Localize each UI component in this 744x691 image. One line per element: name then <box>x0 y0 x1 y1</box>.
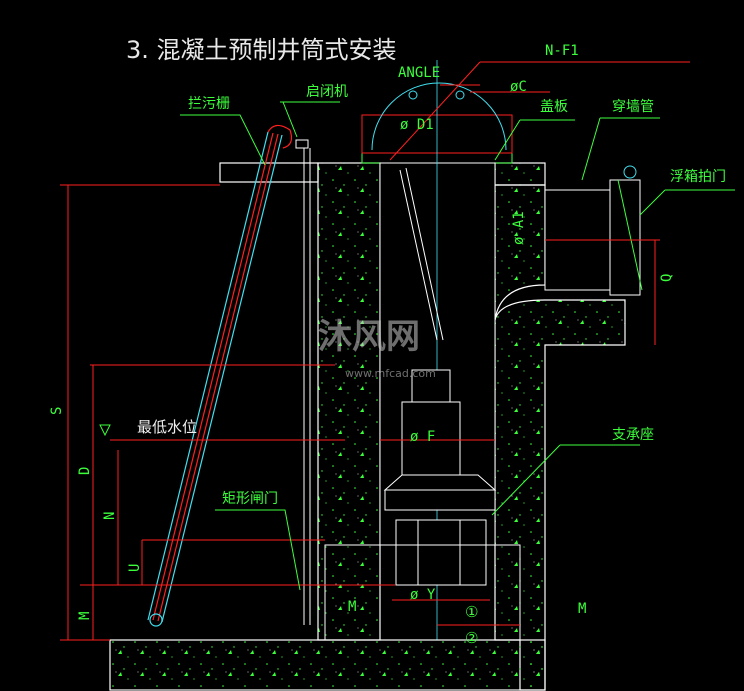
trash-rack <box>147 124 293 627</box>
label-n-f1: N-F1 <box>545 43 579 59</box>
label-support-seat: 支承座 <box>612 427 654 443</box>
label-u: U <box>127 563 143 572</box>
leader-lines <box>180 101 735 591</box>
watermark-logo: 沐风网 <box>318 317 420 357</box>
label-angle: ANGLE <box>398 65 441 81</box>
dimension-lines <box>60 61 690 641</box>
label-d: D <box>77 466 93 475</box>
label-flap-valve: 浮箱拍门 <box>670 169 726 185</box>
label-phi-f: ø F <box>410 429 436 445</box>
label-rect-gate: 矩形闸门 <box>222 491 278 507</box>
label-trash-rack: 拦污栅 <box>188 96 230 112</box>
label-circle-2: ② <box>465 629 479 647</box>
watermark-url: www.mfcad.com <box>345 367 436 380</box>
label-phi-c: øC <box>510 79 527 95</box>
drawing-title: 3. 混凝土预制井筒式安装 <box>126 36 397 64</box>
concrete-structure <box>109 162 626 691</box>
rect-gate <box>295 139 311 625</box>
label-circle-1: ① <box>465 603 479 621</box>
label-m-left: M <box>77 611 93 620</box>
label-hoist: 启闭机 <box>306 84 348 100</box>
label-q: Q <box>659 273 675 282</box>
label-n: N <box>102 511 118 520</box>
angle-arc <box>371 82 507 151</box>
section-mark-m-right: M <box>578 601 587 617</box>
label-phi-y: ø Y <box>410 587 436 603</box>
label-cover-plate: 盖板 <box>540 99 568 115</box>
label-phi-d1: ø D1 <box>400 117 434 133</box>
label-s: S <box>49 406 65 415</box>
pump <box>383 167 497 586</box>
label-lowest-water-level: 最低水位 <box>137 418 198 436</box>
label-phi-a1: ø A1 <box>511 211 527 245</box>
section-mark-m-left: M <box>348 599 357 615</box>
label-wall-pipe: 穿墙管 <box>612 99 654 115</box>
